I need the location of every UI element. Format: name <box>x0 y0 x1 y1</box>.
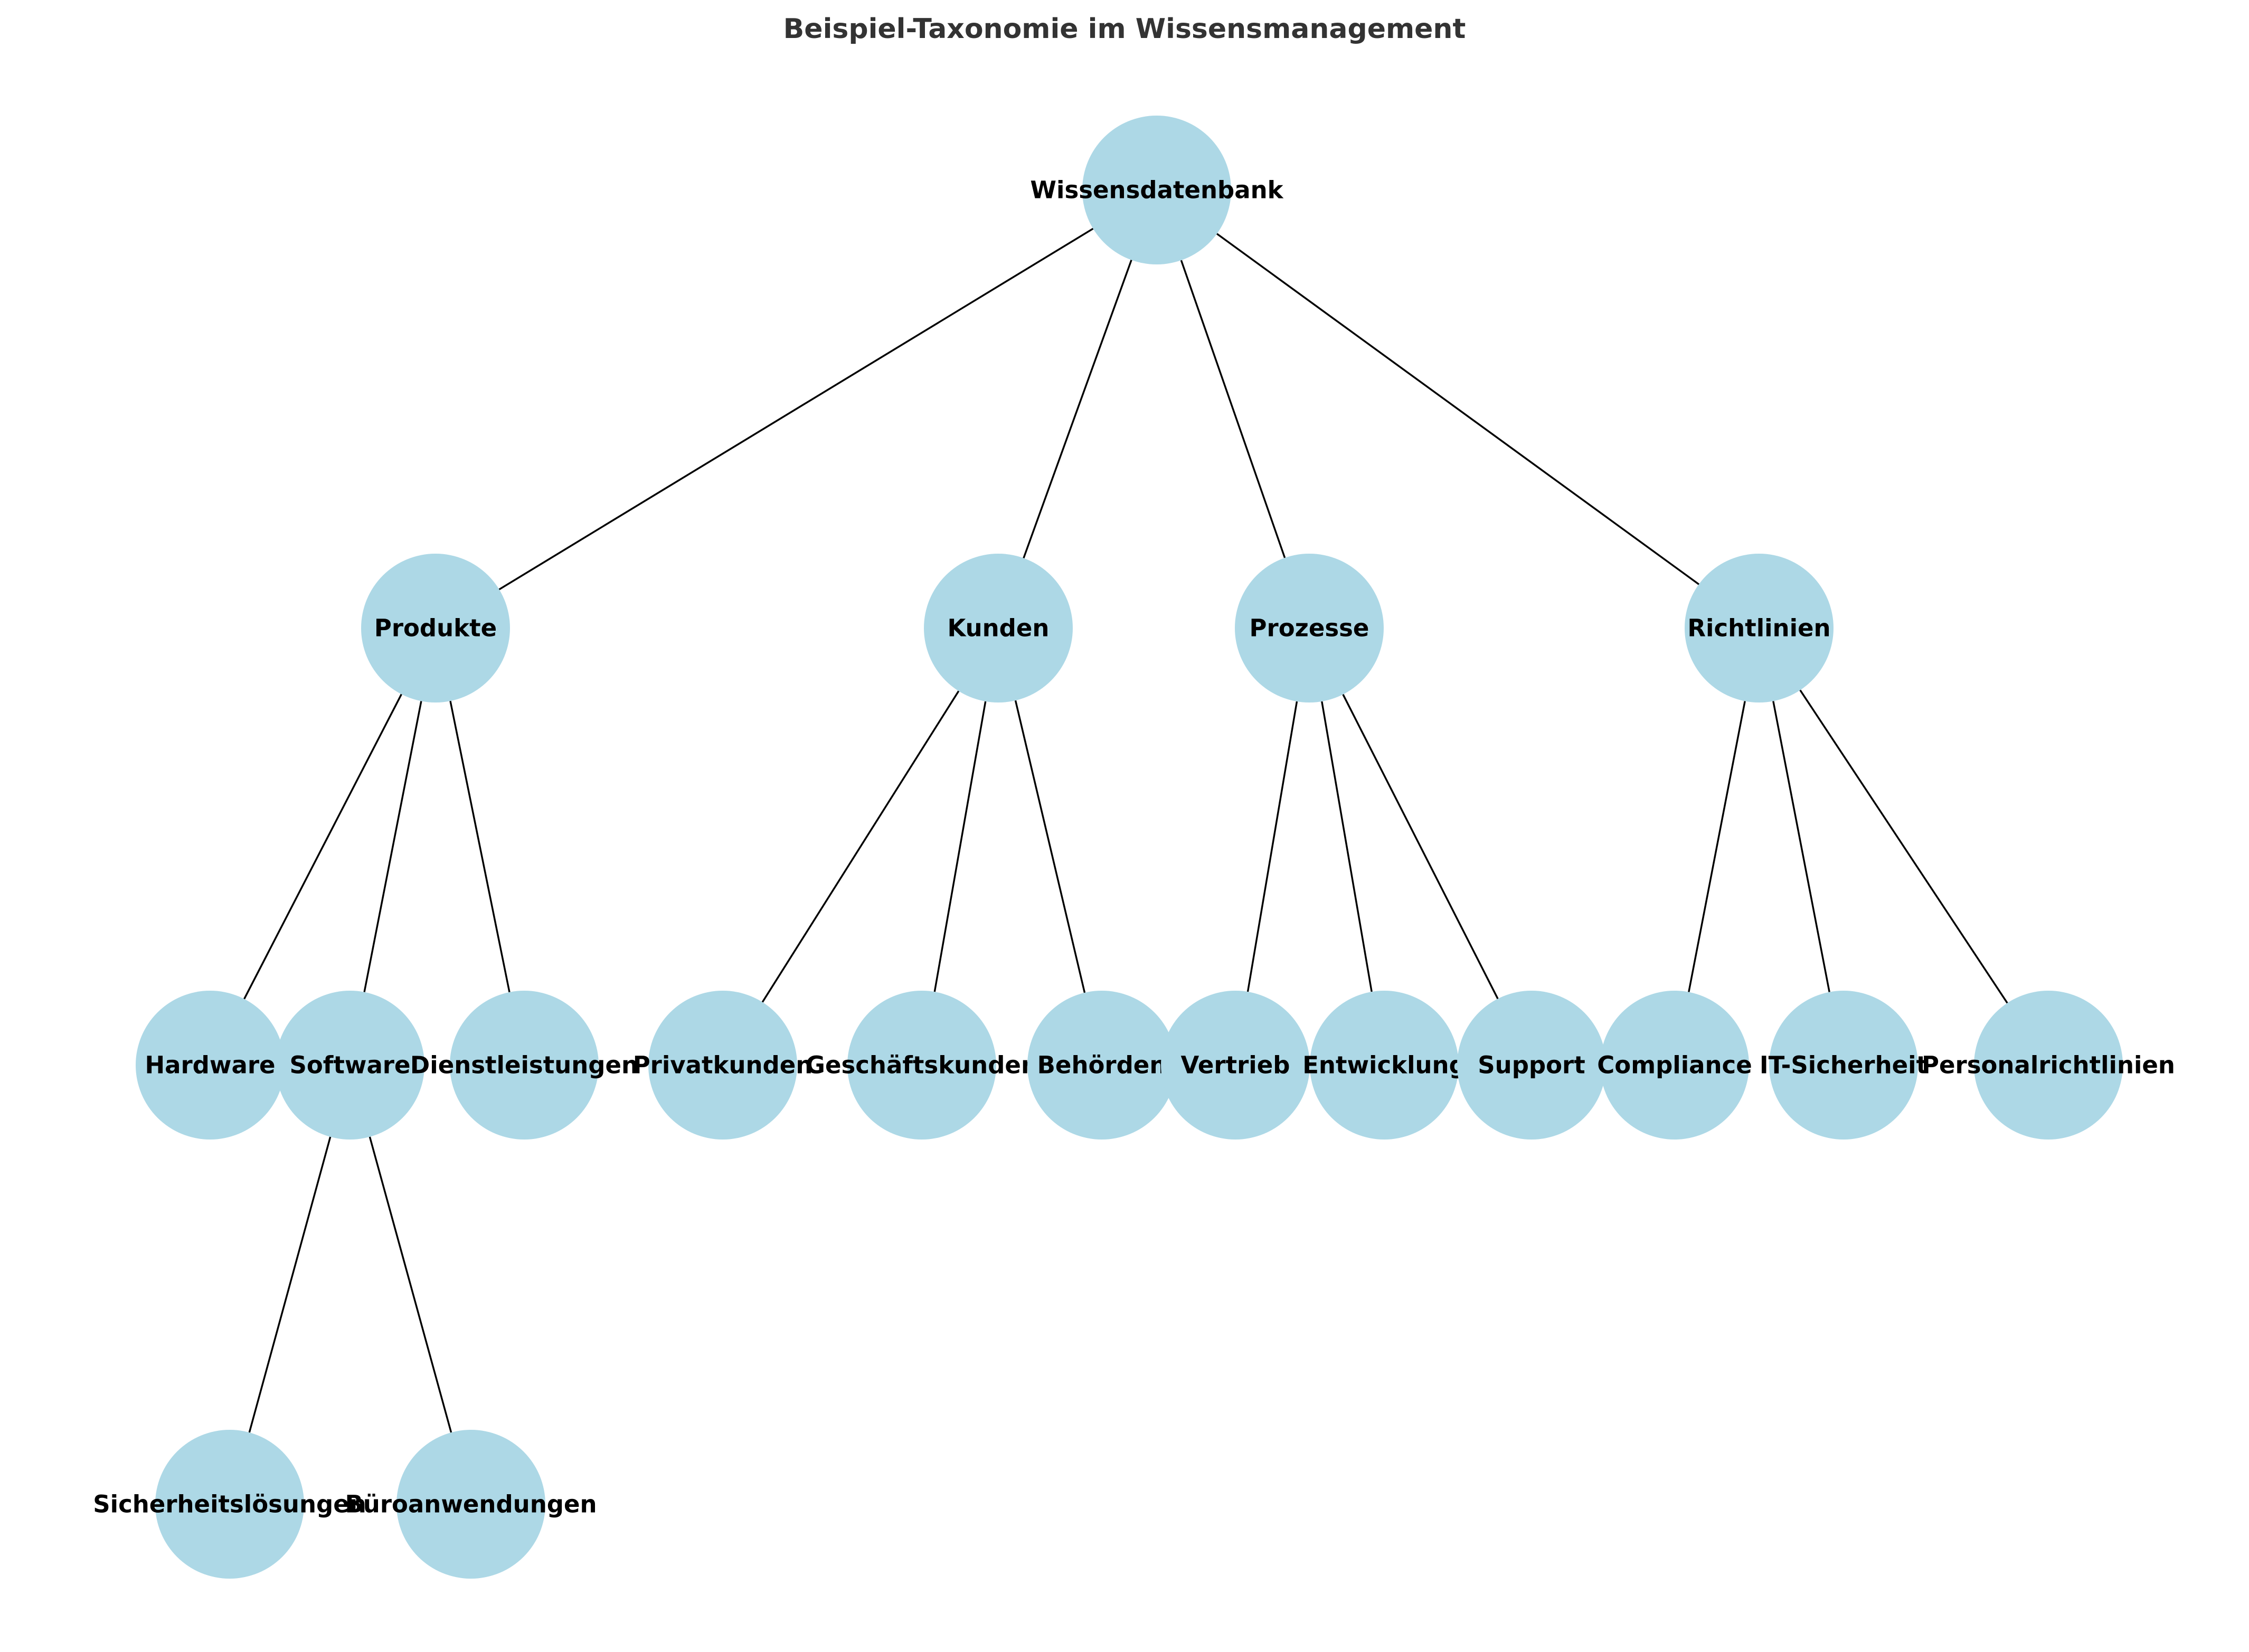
node-circle <box>450 991 599 1140</box>
node-circle <box>396 1430 545 1579</box>
edge-produkte-software <box>363 701 422 992</box>
edge-richtlinien-it-sicherheit <box>1772 701 1830 992</box>
node-label: Vertrieb <box>1181 1051 1290 1079</box>
node-label: Privatkunden <box>633 1051 813 1079</box>
node-label: Geschäftskunden <box>806 1051 1038 1079</box>
edge-software-bueroanwendungen <box>368 1136 452 1433</box>
node-circle <box>1769 991 1918 1140</box>
edge-prozesse-entwicklung <box>1321 701 1373 992</box>
node-sicherheitsloesungen: Sicherheitslösungen <box>93 1430 366 1579</box>
edge-kunden-behoerden <box>1014 700 1086 993</box>
node-label: Hardware <box>145 1051 275 1079</box>
node-software: Software <box>276 991 424 1140</box>
node-bueroanwendungen: Büroanwendungen <box>345 1430 597 1579</box>
node-circle <box>1082 116 1231 264</box>
node-geschaeftskunden: Geschäftskunden <box>806 991 1038 1140</box>
node-label: Kunden <box>948 614 1050 642</box>
node-hardware: Hardware <box>136 991 285 1140</box>
node-compliance: Compliance <box>1597 991 1752 1140</box>
edge-produkte-hardware <box>243 694 402 1000</box>
diagram-title: Beispiel-Taxonomie im Wissensmanagement <box>783 13 1466 45</box>
node-label: Personalrichtlinien <box>1922 1051 2175 1079</box>
edge-prozesse-support <box>1342 694 1499 1000</box>
node-circle <box>1161 991 1310 1140</box>
node-support: Support <box>1457 991 1606 1140</box>
node-label: Richtlinien <box>1687 614 1830 642</box>
node-circle <box>1457 991 1606 1140</box>
node-circle <box>1974 991 2123 1140</box>
node-circle <box>276 991 424 1140</box>
node-circle <box>648 991 797 1140</box>
node-richtlinien: Richtlinien <box>1685 554 1834 702</box>
node-prozesse: Prozesse <box>1235 554 1384 702</box>
node-produkte: Produkte <box>361 554 510 702</box>
node-wissensdatenbank: Wissensdatenbank <box>1030 116 1284 264</box>
node-label: Büroanwendungen <box>345 1490 597 1518</box>
node-behoerden: Behörden <box>1027 991 1176 1140</box>
node-label: Compliance <box>1597 1051 1752 1079</box>
edge-wissensdatenbank-prozesse <box>1180 260 1286 558</box>
edge-layer <box>243 227 2008 1433</box>
edge-wissensdatenbank-richtlinien <box>1216 233 1700 585</box>
node-circle <box>1027 991 1176 1140</box>
node-personalrichtlinien: Personalrichtlinien <box>1922 991 2175 1140</box>
edge-wissensdatenbank-produkte <box>498 227 1094 591</box>
edge-prozesse-vertrieb <box>1246 701 1298 992</box>
node-label: Sicherheitslösungen <box>93 1490 366 1518</box>
edge-kunden-privatkunden <box>761 690 960 1003</box>
node-circle <box>155 1430 304 1579</box>
edge-richtlinien-compliance <box>1688 701 1746 992</box>
node-label: Produkte <box>374 614 497 642</box>
node-circle <box>361 554 510 702</box>
node-circle <box>1235 554 1384 702</box>
node-privatkunden: Privatkunden <box>633 991 813 1140</box>
node-label: Behörden <box>1037 1051 1167 1079</box>
node-label: IT-Sicherheit <box>1760 1051 1927 1079</box>
edge-richtlinien-personalrichtlinien <box>1799 689 2008 1004</box>
node-entwicklung: Entwicklung <box>1302 991 1466 1140</box>
node-label: Software <box>289 1051 410 1079</box>
node-label: Prozesse <box>1250 614 1369 642</box>
node-dienstleistungen: Dienstleistungen <box>410 991 638 1140</box>
node-circle <box>136 991 285 1140</box>
node-kunden: Kunden <box>924 554 1073 702</box>
node-label: Dienstleistungen <box>410 1051 638 1079</box>
edge-software-sicherheitsloesungen <box>248 1136 332 1433</box>
node-circle <box>1685 554 1834 702</box>
node-circle <box>1310 991 1459 1140</box>
edge-wissensdatenbank-kunden <box>1023 260 1132 558</box>
node-vertrieb: Vertrieb <box>1161 991 1310 1140</box>
edge-produkte-dienstleistungen <box>449 700 511 993</box>
edge-kunden-geschaeftskunden <box>933 701 987 992</box>
node-label: Entwicklung <box>1302 1051 1466 1079</box>
node-it-sicherheit: IT-Sicherheit <box>1760 991 1927 1140</box>
node-circle <box>847 991 996 1140</box>
node-label: Support <box>1478 1051 1585 1079</box>
node-circle <box>1600 991 1749 1140</box>
node-label: Wissensdatenbank <box>1030 176 1283 204</box>
node-circle <box>924 554 1073 702</box>
